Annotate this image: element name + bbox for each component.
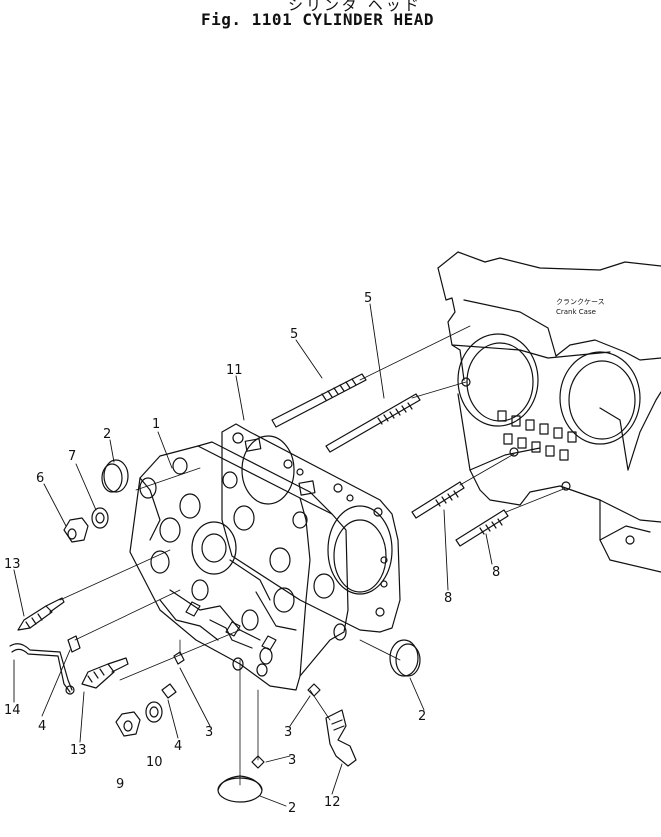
cap-2-bottom — [217, 775, 263, 803]
callout-11: 11 — [226, 363, 243, 378]
head-gasket — [221, 423, 401, 633]
elbow-fitting-12 — [325, 709, 357, 767]
figure-title: Fig. 1101 CYLINDER HEAD — [201, 10, 435, 29]
callout-3-right: 3 — [284, 725, 292, 740]
callout-1: 1 — [152, 417, 160, 432]
callout-14: 14 — [4, 703, 21, 718]
callout-12: 12 — [324, 795, 341, 810]
plug-4-right — [161, 683, 177, 699]
figure-title-japanese: シリンダ ヘッド — [288, 0, 422, 14]
nut-6 — [63, 517, 89, 543]
leader-lines — [13, 303, 493, 807]
nut-9 — [115, 711, 141, 737]
washer-7 — [91, 507, 109, 529]
seal-ring-left — [101, 459, 129, 493]
stud-middle — [325, 393, 421, 453]
callout-8-left: 8 — [444, 591, 452, 606]
callout-13-upper: 13 — [4, 557, 21, 572]
callout-9: 9 — [116, 777, 124, 792]
stud-upper — [271, 373, 367, 428]
callout-2-seal-right: 2 — [418, 709, 426, 724]
callout-8-right: 8 — [492, 565, 500, 580]
callout-2-cap: 2 — [288, 801, 296, 816]
callout-2-seal-left: 2 — [103, 427, 111, 442]
callout-13-lower: 13 — [70, 743, 87, 758]
seal-ring-right — [389, 639, 421, 677]
callout-5-upper: 5 — [290, 327, 298, 342]
callout-3-left: 3 — [205, 725, 213, 740]
fitting-13-upper — [17, 597, 65, 631]
callout-7: 7 — [68, 449, 76, 464]
callout-6: 6 — [36, 471, 44, 486]
crank-case-label: Crank Case — [556, 308, 596, 316]
cylinder-head-body — [129, 441, 349, 691]
fitting-13-lower — [81, 657, 129, 689]
pipe-14 — [9, 643, 75, 695]
plug-3-right — [307, 683, 321, 697]
plug-3-left — [173, 651, 185, 665]
stud-lower-right — [411, 481, 465, 519]
alignment-lines — [59, 325, 567, 786]
callout-4-left: 4 — [38, 719, 46, 734]
plug-3-bottom — [251, 755, 265, 769]
callout-4-right: 4 — [174, 739, 182, 754]
crank-case-outline — [437, 251, 661, 573]
callout-5-middle: 5 — [364, 291, 372, 306]
callout-10: 10 — [146, 755, 163, 770]
plug-4-left — [67, 635, 81, 653]
callout-3-bottom: 3 — [288, 753, 296, 768]
crank-case-label-jp: クランクケース — [556, 298, 605, 306]
stud-lower-left — [455, 509, 509, 547]
washer-10 — [145, 701, 163, 723]
